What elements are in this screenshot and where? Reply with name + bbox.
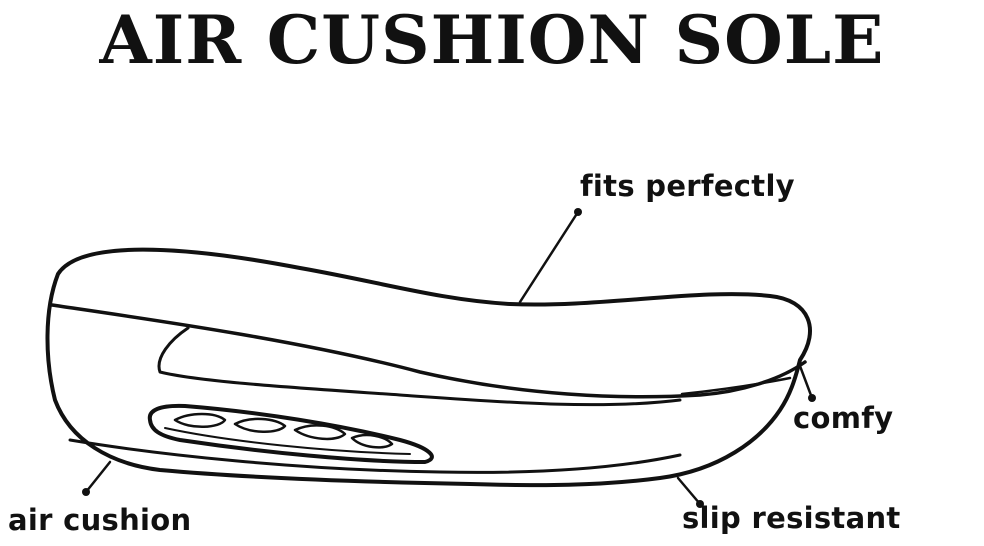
leader-air	[84, 460, 112, 494]
leader-comfy	[798, 364, 814, 400]
toe-detail-line	[680, 376, 792, 396]
lining-curve	[157, 326, 682, 407]
callout-air-cushion: air cushion	[8, 503, 192, 537]
air-cushion-pods	[164, 412, 411, 455]
midsole-band	[68, 438, 682, 474]
leader-fits	[518, 210, 580, 304]
leader-slip-dot	[696, 500, 704, 508]
leader-fits-dot	[574, 208, 582, 216]
callout-fits-perfectly: fits perfectly	[580, 169, 795, 203]
leader-slip	[676, 476, 702, 506]
leader-air-dot	[82, 488, 90, 496]
insole-rim-line	[50, 303, 807, 399]
page-title: AIR CUSHION SOLE	[99, 1, 885, 79]
leader-comfy-dot	[808, 394, 816, 402]
sole-outline	[45, 247, 812, 488]
air-cushion-window	[147, 403, 434, 464]
callout-comfy: comfy	[793, 401, 894, 435]
callout-slip-resistant: slip resistant	[682, 501, 901, 535]
